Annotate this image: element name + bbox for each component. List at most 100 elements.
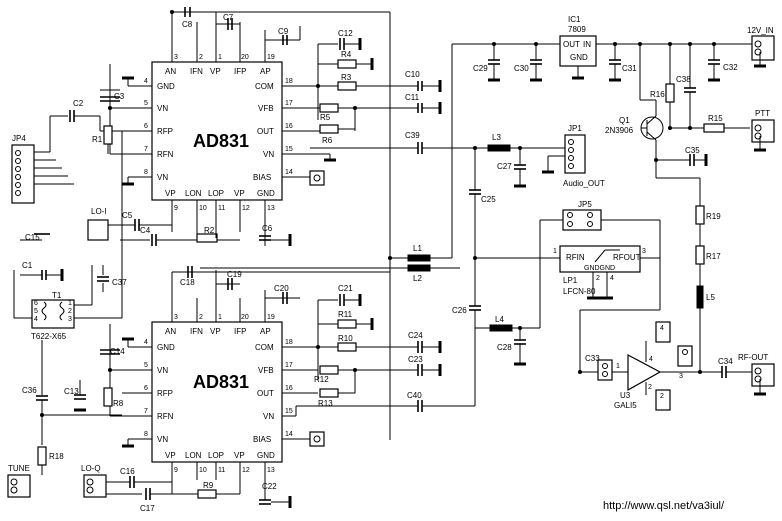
pin-label: IFN: [190, 67, 203, 76]
pin-num: 6: [144, 385, 148, 392]
c4-label: C4: [140, 226, 151, 235]
pin-label: VP: [165, 189, 176, 198]
12v-in-label: 12V_IN: [747, 26, 774, 35]
c34-label: C34: [718, 357, 733, 366]
c7-label: C7: [223, 13, 234, 22]
r15-label: R15: [708, 114, 723, 123]
r11-label: R11: [338, 310, 353, 319]
mixer-ic-bottom: AD831 3 2 1 20 19 AN IFN VP IFP AP 4 5 6…: [110, 270, 310, 494]
c32-label: C32: [723, 63, 738, 72]
c37-label: C37: [112, 278, 127, 287]
c6-label: C6: [262, 224, 273, 233]
top-ic-network: C8 C7 C9 C12 R4 R3 C10 R5 C11 R6 C39: [50, 7, 488, 440]
c38-label: C38: [676, 75, 691, 84]
pin-num: 4: [660, 325, 664, 332]
c31-label: C31: [622, 64, 637, 73]
ptt-connector: [751, 119, 775, 143]
c22-label: C22: [262, 482, 277, 491]
pin-num: 1: [218, 314, 222, 321]
pin-num: 4: [610, 275, 614, 282]
c16-label: C16: [120, 467, 135, 476]
pin-num: 20: [241, 314, 249, 321]
pin-label: VN: [157, 435, 168, 444]
pin-label: AN: [165, 327, 176, 336]
pin-num: 4: [144, 78, 148, 85]
lo-i-label: LO-I: [91, 207, 107, 216]
ic-top-name: AD831: [193, 131, 249, 151]
power-connector: [751, 35, 775, 61]
pin-label: VP: [210, 327, 221, 336]
pin-num: 4: [34, 316, 38, 323]
c28-label: C28: [497, 343, 512, 352]
pin-num: 1: [553, 248, 557, 255]
lp1-label: LP1: [563, 276, 578, 285]
c18-label: C18: [180, 278, 195, 287]
pin-num: 7: [144, 408, 148, 415]
pin-num: 18: [285, 339, 293, 346]
c17-label: C17: [140, 504, 155, 513]
pin-label: BIAS: [253, 173, 271, 182]
c2-label: C2: [73, 99, 84, 108]
rf-out-label: RF-OUT: [738, 353, 768, 362]
u3-part-label: GALI5: [614, 401, 637, 410]
pin-num: 19: [267, 314, 275, 321]
l3-label: L3: [492, 133, 501, 142]
lp1-gnd-label: GNDGND: [584, 265, 615, 272]
r8-label: R8: [113, 399, 124, 408]
pin-num: 2: [596, 275, 600, 282]
pin-num: 13: [267, 205, 275, 212]
pin-label: OUT: [257, 127, 274, 136]
l4-label: L4: [495, 315, 504, 324]
c33-label: C33: [585, 354, 600, 363]
pin-num: 8: [144, 169, 148, 176]
r18-label: R18: [49, 452, 64, 461]
pin-num: 9: [174, 205, 178, 212]
pin-label: VN: [263, 412, 274, 421]
pin-num: 2: [660, 393, 664, 400]
r17-label: R17: [706, 252, 721, 261]
pin-label: IFN: [190, 327, 203, 336]
pin-num: 17: [285, 362, 293, 369]
l2-label: L2: [413, 274, 422, 283]
pin-num: 9: [174, 467, 178, 474]
lp1-filter: [559, 245, 641, 273]
c24-label: C24: [408, 331, 423, 340]
pin-label: IFP: [234, 327, 246, 336]
pin-num: 13: [267, 467, 275, 474]
r2-label: R2: [204, 226, 215, 235]
pin-label: VN: [157, 173, 168, 182]
pin-label: LON: [185, 451, 202, 460]
pin-label: RFP: [157, 389, 173, 398]
pin-num: 16: [285, 385, 293, 392]
pin-label: AP: [260, 327, 271, 336]
mixer-ic-top: AD831 3 2 1 20 19 AN IFN VP IFP AP 4 5 6…: [110, 12, 310, 232]
c9-label: C9: [278, 27, 289, 36]
pin-num: 15: [285, 146, 293, 153]
inductors-l1-l2: L1 L2: [200, 43, 560, 283]
pin-num: 12: [242, 205, 250, 212]
l5-label: L5: [706, 293, 715, 302]
c10-label: C10: [405, 70, 420, 79]
pin-num: 3: [642, 248, 646, 255]
c30-label: C30: [514, 64, 529, 73]
ptt-label: PTT: [755, 109, 770, 118]
pin-num: 2: [199, 54, 203, 61]
rfout-label: RFOUT: [613, 253, 641, 262]
pin-num: 1: [68, 300, 72, 307]
r13-label: R13: [318, 399, 333, 408]
c36-label: C36: [22, 386, 37, 395]
pin-label: COM: [255, 82, 274, 91]
pin-num: 7: [144, 146, 148, 153]
c14-label: C14: [110, 347, 125, 356]
r5-label: R5: [320, 113, 331, 122]
pin-num: 14: [285, 431, 293, 438]
pin-num: 3: [68, 316, 72, 323]
pin-num: 16: [285, 123, 293, 130]
c19-label: C19: [227, 270, 242, 279]
c21-label: C21: [338, 284, 353, 293]
l1-label: L1: [413, 244, 422, 253]
jp5-label: JP5: [578, 200, 592, 209]
pin-label: OUT: [257, 389, 274, 398]
r9-label: R9: [203, 481, 214, 490]
